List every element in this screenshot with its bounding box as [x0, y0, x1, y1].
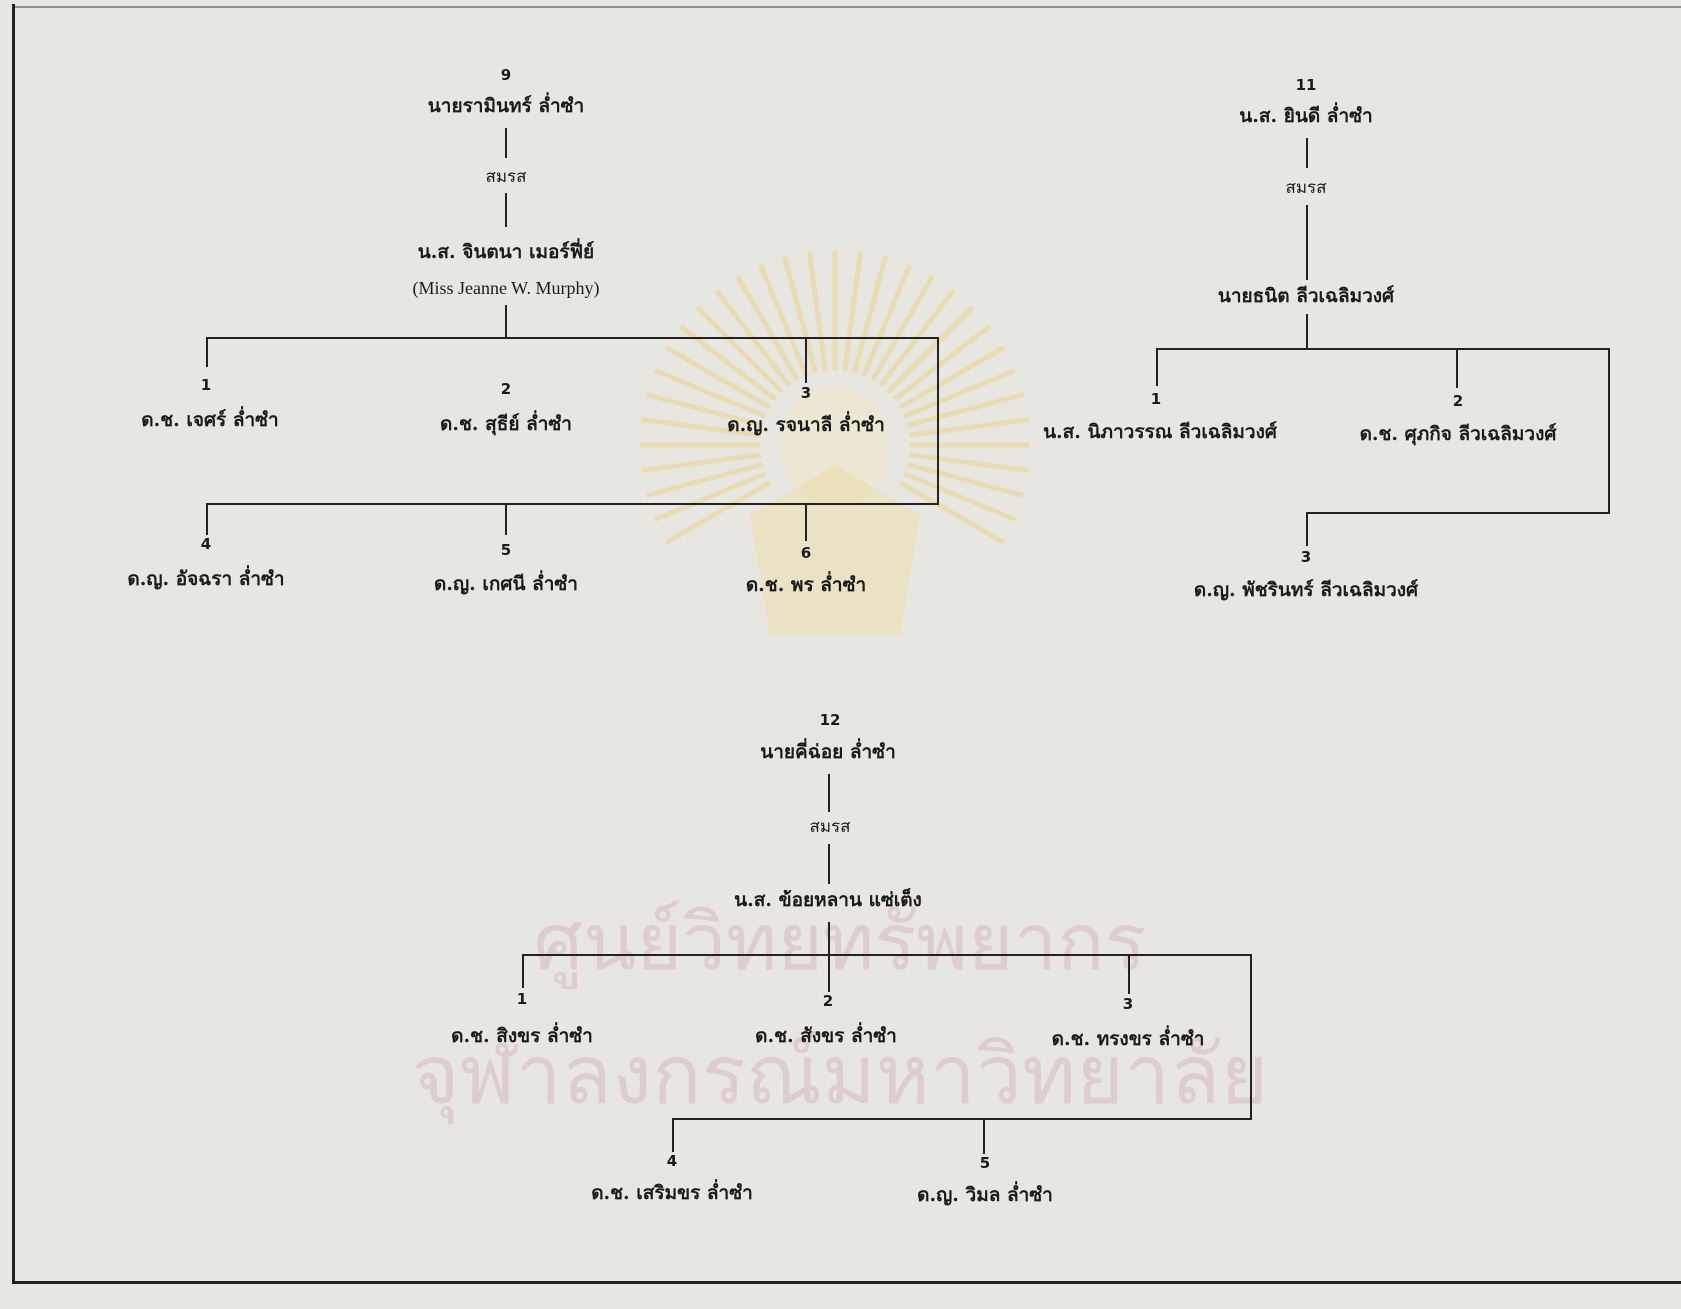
child-name: น.ส. นิภาวรรณ ลีวเฉลิมวงศ์ — [1043, 421, 1277, 443]
family-9-connector — [505, 128, 507, 158]
child-connector — [672, 1118, 674, 1152]
child-number: 5 — [500, 541, 512, 559]
watermark-line-2: จุฬาลงกรณ์มหาวิทยาลัย — [411, 1028, 1269, 1123]
child-connector — [805, 503, 807, 541]
family-12-sibling-line — [522, 954, 1252, 956]
child-connector — [522, 954, 524, 988]
child-number: 5 — [979, 1154, 991, 1172]
child-connector — [206, 337, 208, 367]
family-11-spouse-name: นายธนิต ลีวเฉลิมวงศ์ — [1217, 285, 1395, 307]
family-11-sibling-line-2 — [1306, 512, 1610, 514]
family-11-drop-line — [1306, 314, 1308, 349]
child-name: ด.ญ. พัชรินทร์ ลีวเฉลิมวงศ์ — [1193, 579, 1419, 601]
family-12-head-name: นายคี่ฉ่อย ล่ำซำ — [760, 741, 896, 763]
family-11-sibling-line — [1156, 348, 1610, 350]
child-number: 2 — [1452, 392, 1464, 410]
child-connector — [1306, 512, 1308, 546]
child-number: 1 — [1150, 390, 1162, 408]
child-name: ด.ช. เจศร์ ล่ำซำ — [141, 409, 279, 431]
family-9-sibling-line-2 — [206, 503, 939, 505]
child-connector — [805, 337, 807, 383]
child-number: 1 — [516, 990, 528, 1008]
family-11-number: 11 — [1295, 76, 1317, 94]
family-9-number: 9 — [500, 66, 512, 84]
child-number: 3 — [800, 384, 812, 402]
family-9-sibling-line — [206, 337, 938, 339]
family-12-connector — [828, 774, 830, 812]
child-number: 3 — [1122, 995, 1134, 1013]
watermark-line-1: ศูนย์วิทยทรัพยากร — [533, 898, 1147, 988]
child-name: ด.ช. สิงขร ล่ำซำ — [451, 1025, 593, 1047]
child-name: ด.ญ. รจนาลี ล่ำซำ — [727, 414, 885, 436]
family-12-side-line — [1250, 954, 1252, 1120]
child-name: ด.ญ. วิมล ล่ำซำ — [917, 1184, 1053, 1206]
family-9-spouse-name: น.ส. จินตนา เมอร์ฟี่ย์ — [417, 241, 595, 263]
child-name: ด.ช. สุธีย์ ล่ำซำ — [440, 413, 572, 435]
child-connector — [1156, 348, 1158, 386]
family-9-spouse-english-name: (Miss Jeanne W. Murphy) — [412, 278, 600, 298]
family-9-side-line — [937, 337, 939, 505]
frame-bottom-line — [12, 1281, 1681, 1284]
child-number: 6 — [800, 544, 812, 562]
child-name: ด.ช. ศุภกิจ ลีวเฉลิมวงศ์ — [1359, 423, 1557, 445]
family-11-side-line — [1608, 348, 1610, 514]
family-9-head-name: นายรามินทร์ ล่ำซำ — [427, 95, 585, 117]
child-number: 2 — [500, 380, 512, 398]
child-number: 4 — [666, 1152, 678, 1170]
family-11-connector — [1306, 138, 1308, 168]
family-12-spouse-name: น.ส. ข้อยหลาน แซ่เต็ง — [734, 889, 922, 911]
child-name: ด.ช. สังขร ล่ำซำ — [755, 1025, 897, 1047]
family-12-sibling-line-2 — [672, 1118, 1252, 1120]
family-12-connector — [828, 844, 830, 884]
child-name: ด.ช. พร ล่ำซำ — [745, 574, 867, 596]
child-connector — [828, 954, 830, 992]
child-number: 3 — [1300, 548, 1312, 566]
family-12-marriage-label: สมรส — [807, 816, 853, 838]
university-emblem-watermark-icon — [640, 250, 1030, 635]
child-number: 2 — [822, 992, 834, 1010]
family-9-connector — [505, 193, 507, 227]
child-connector — [1128, 954, 1130, 994]
child-connector — [1456, 348, 1458, 388]
child-number: 4 — [200, 535, 212, 553]
family-11-head-name: น.ส. ยินดี ล่ำซำ — [1239, 105, 1373, 127]
child-name: ด.ช. เสริมขร ล่ำซำ — [591, 1182, 753, 1204]
family-9-marriage-label: สมรส — [483, 166, 529, 188]
frame-left-line — [12, 4, 15, 1282]
child-connector — [505, 503, 507, 535]
child-number: 1 — [200, 376, 212, 394]
family-9-drop-line — [505, 305, 507, 337]
family-11-connector — [1306, 205, 1308, 280]
family-12-drop-line — [828, 922, 830, 956]
family-12-number: 12 — [819, 711, 841, 729]
child-name: ด.ช. ทรงขร ล่ำซำ — [1051, 1028, 1205, 1050]
family-11-marriage-label: สมรส — [1283, 177, 1329, 199]
child-connector — [983, 1118, 985, 1154]
child-name: ด.ญ. เกศนี ล่ำซำ — [434, 573, 578, 595]
frame-top-line — [12, 6, 1681, 8]
child-name: ด.ญ. อัจฉรา ล่ำซำ — [127, 568, 285, 590]
child-connector — [206, 503, 208, 535]
